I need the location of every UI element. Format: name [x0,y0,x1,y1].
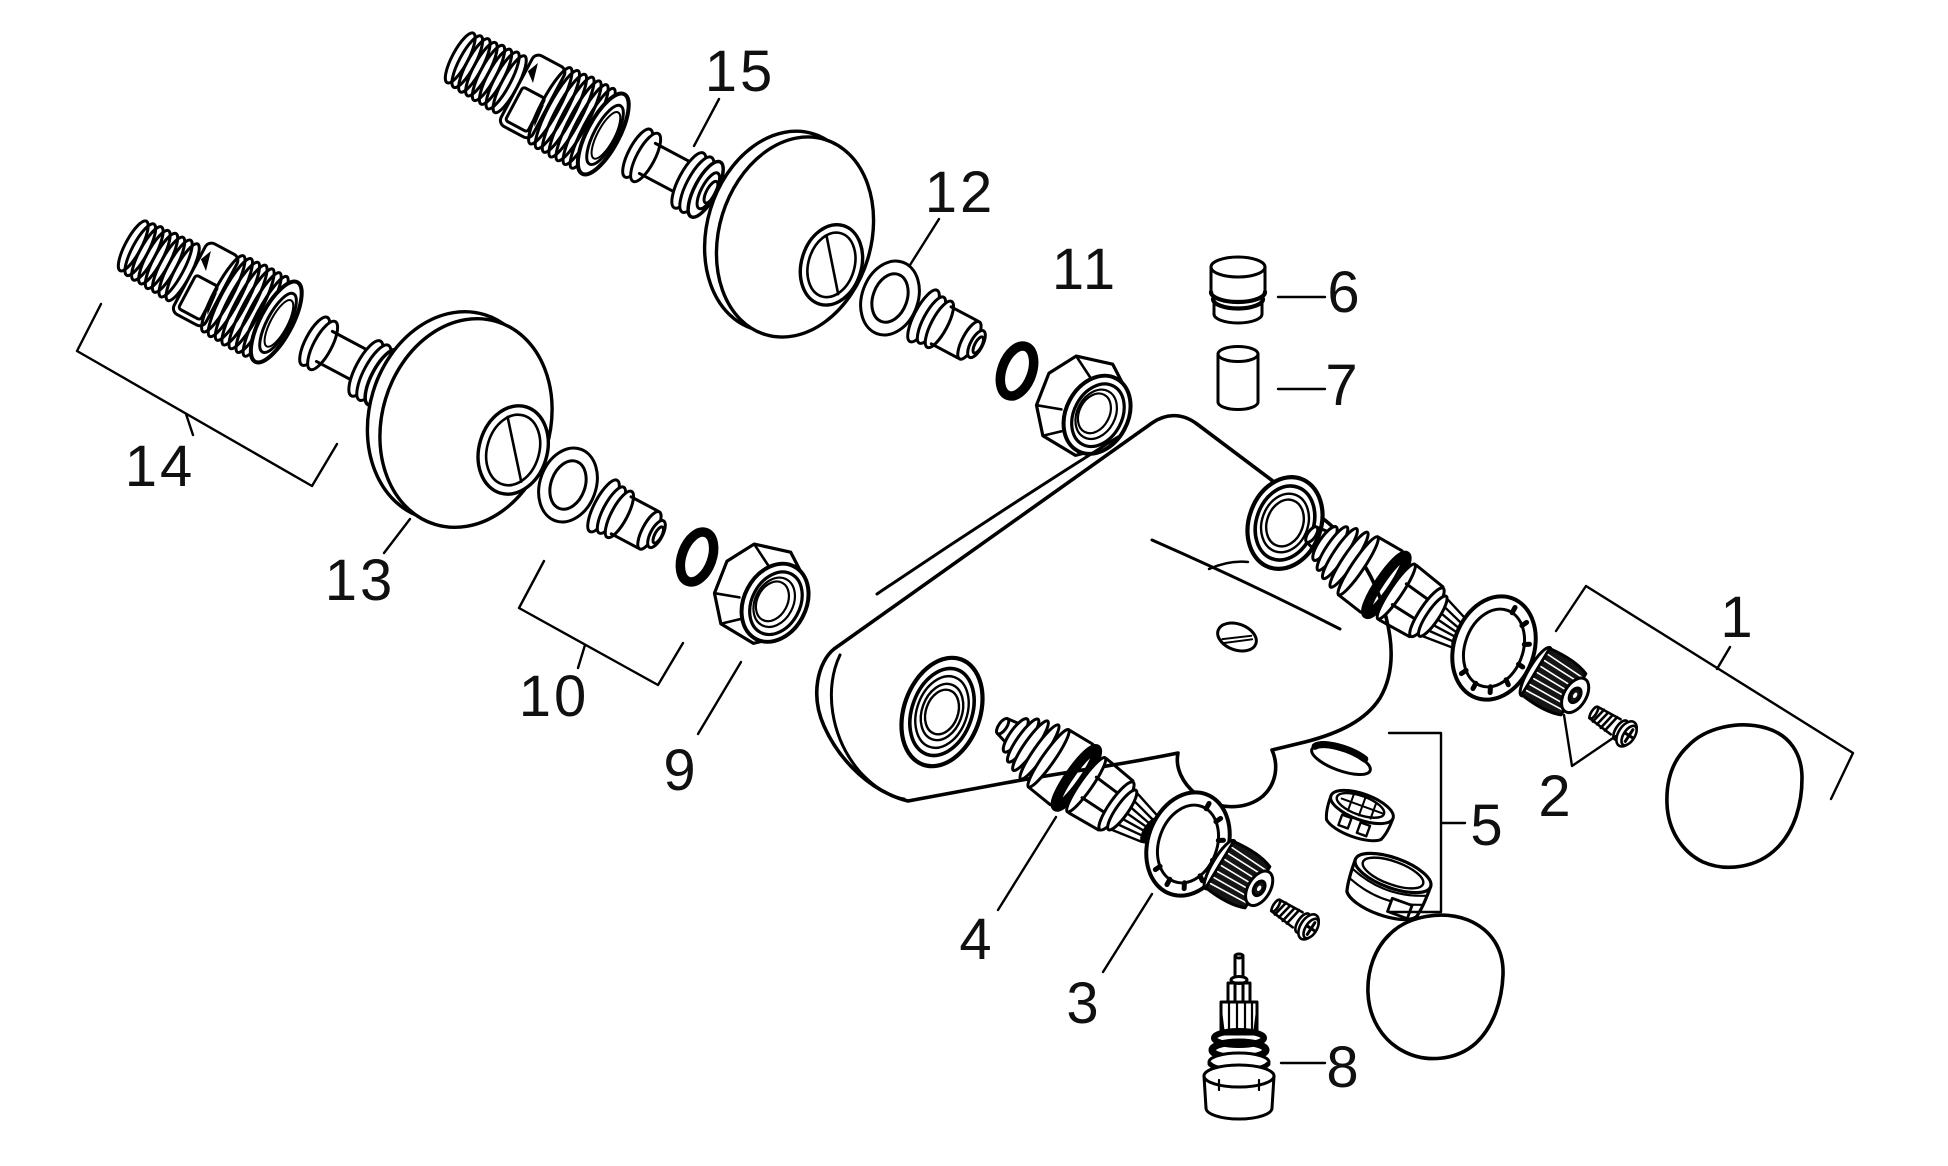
part-label-15: 15 [705,39,776,104]
part-label-11: 11 [1052,237,1118,302]
o-ring-lower [674,527,720,586]
cap-6 [1208,255,1268,325]
leader-9 [696,660,743,736]
s-union-connector-upper [432,14,638,181]
aerator-shell [1345,851,1433,922]
part-label-10: 10 [519,664,590,729]
leader-12 [908,217,941,267]
part-label-3: 3 [1066,971,1101,1036]
body-right-port [1245,475,1325,571]
part-label-4: 4 [959,907,994,972]
part-label-14: 14 [125,434,196,499]
leader-15 [692,97,721,148]
diverter-cartridge [1202,952,1276,1121]
handle-knob-bottom [1366,913,1505,1061]
part-label-5: 5 [1470,793,1505,858]
aerator-seal [1310,741,1372,776]
cap-7 [1216,345,1260,411]
leader-lines [75,97,1855,1065]
part-label-7: 7 [1325,353,1360,418]
o-ring-upper [994,341,1040,400]
aerator-insert [1324,788,1395,843]
part-label-6: 6 [1327,260,1362,325]
screw-bottom [1264,891,1325,945]
escutcheon-upper [702,129,876,339]
body-left-port [899,655,985,769]
escutcheon-lower [365,310,554,530]
part-label-2: 2 [1538,764,1573,829]
faucet-body [815,413,1393,809]
bracket-5 [1387,731,1467,914]
screw-right [1582,698,1643,752]
leader-2 [1562,713,1618,768]
bracket-1 [1554,584,1855,801]
leader-3 [1101,892,1154,974]
part-label-1: 1 [1720,585,1755,650]
part-label-9: 9 [663,738,698,803]
handle-knob-right [1665,723,1804,869]
bracket-10 [517,559,685,687]
s-union-connector-lower [105,202,311,369]
part-label-12: 12 [925,160,996,225]
leader-4 [996,815,1058,912]
body-screw-port-icon [1216,621,1258,653]
part-label-13: 13 [325,548,396,613]
bracket-14 [75,302,339,488]
leader-13 [382,517,412,555]
part-label-8: 8 [1326,1035,1361,1100]
